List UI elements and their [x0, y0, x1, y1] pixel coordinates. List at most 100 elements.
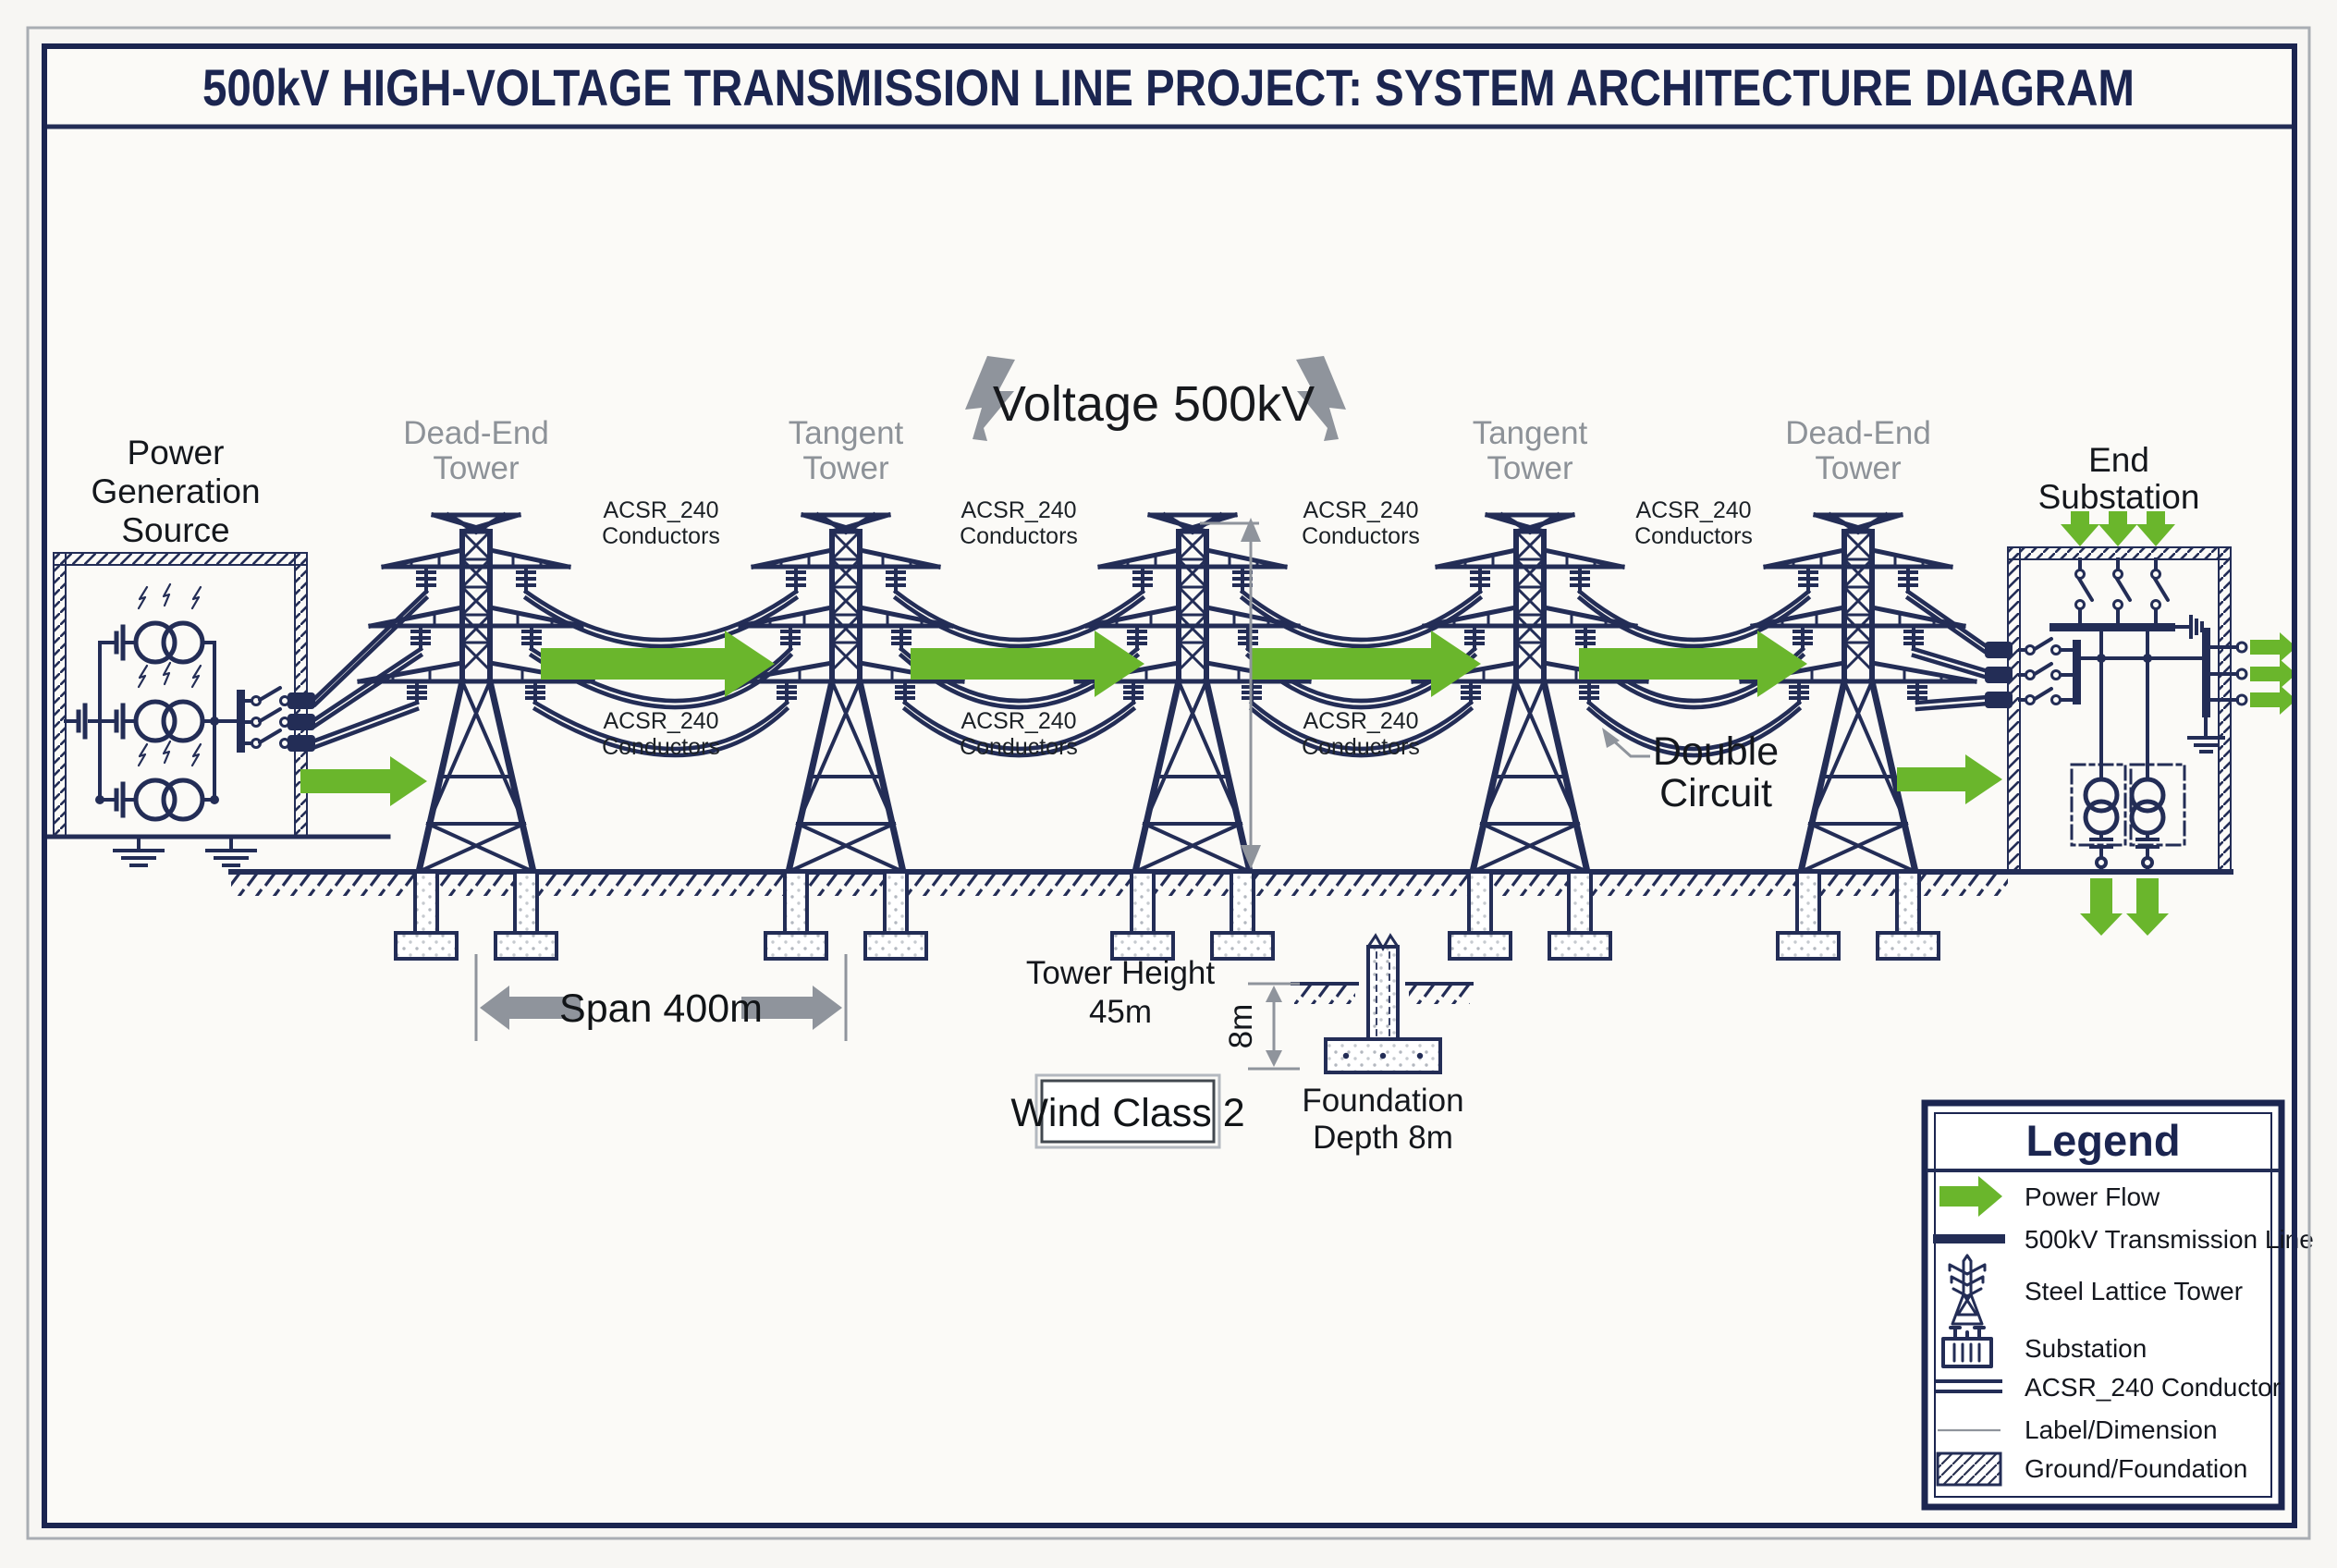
power-flow-arrow [2098, 511, 2137, 546]
acsr-label: Conductors [602, 734, 720, 760]
tower-label: Tower [1815, 450, 1902, 486]
takeoff-stub [1985, 642, 2013, 658]
legend-title: Legend [2025, 1116, 2180, 1165]
power-flow-arrow [2080, 878, 2123, 936]
power-flow-arrow [541, 631, 775, 697]
substation-busbar [2049, 623, 2175, 631]
substation-bus-right [2202, 628, 2210, 717]
legend-label: ACSR_240 Conductor [2025, 1373, 2281, 1402]
substation-line-entries [2018, 637, 2074, 705]
acsr-label: ACSR_240 [960, 497, 1076, 523]
acsr-conductor-icon [1936, 1379, 2002, 1393]
source-disconnect-switches [237, 686, 290, 753]
tower-type-labels: Dead-End Tower Tangent Tower Tangent Tow… [403, 415, 1931, 486]
conductor-labels: ACSR_240 Conductors ACSR_240 Conductors … [602, 497, 1753, 760]
takeoff-stub [1985, 692, 2013, 708]
acsr-label: ACSR_240 [1303, 497, 1418, 523]
foundation-label: Depth 8m [1313, 1120, 1453, 1156]
power-flow-arrows [300, 511, 2296, 936]
voltage-banner: Voltage 500kV [965, 356, 1346, 441]
span-dimension: Span 400m [474, 954, 848, 1041]
double-circuit-label: Double [1653, 729, 1779, 774]
source-label-line3: Source [121, 511, 229, 549]
substation-incoming-switches [2074, 557, 2170, 625]
legend: Legend Power Flow 500kV Transmission Lin… [1921, 1099, 2314, 1511]
legend-item: Steel Lattice Tower [1948, 1254, 2243, 1326]
ground-foundation-hatch-icon [1936, 1452, 2002, 1487]
tower-height-dimension: Tower Height 45m [1026, 518, 1261, 1030]
legend-label: Label/Dimension [2025, 1415, 2218, 1444]
substation-label-line1: End [2088, 441, 2149, 479]
legend-label: Substation [2025, 1334, 2147, 1363]
power-flow-arrow [300, 756, 427, 806]
legend-item: Power Flow [1939, 1176, 2160, 1217]
double-circuit-label: Circuit [1659, 771, 1772, 815]
span-dimension-label: Span 400m [559, 986, 763, 1031]
legend-item: ACSR_240 Conductor [1936, 1373, 2281, 1402]
tower-height-label: Tower Height [1026, 955, 1216, 991]
power-flow-arrow [2250, 685, 2296, 715]
power-flow-arrow [1250, 631, 1481, 697]
takeoff-stub [1985, 667, 2013, 683]
substation-label-line2: Substation [2038, 478, 2200, 516]
acsr-label: ACSR_240 [960, 708, 1076, 734]
tower-label: Dead-End [1785, 415, 1931, 451]
legend-item: Label/Dimension [1938, 1415, 2218, 1444]
substation-transformer [2129, 777, 2166, 874]
legend-item: 500kV Transmission Line [1933, 1225, 2314, 1254]
acsr-label: Conductors [960, 523, 1078, 549]
foundation-depth-dim-label: 8m [1223, 1004, 1259, 1049]
ground-symbol [113, 835, 257, 867]
power-flow-arrow [911, 631, 1144, 697]
acsr-label: Conductors [1302, 734, 1420, 760]
legend-label: Ground/Foundation [2025, 1454, 2247, 1483]
title-bar: 500kV HIGH-VOLTAGE TRANSMISSION LINE PRO… [42, 58, 2297, 129]
wind-class-box: Wind Class 2 [1010, 1073, 1245, 1149]
source-label-line2: Generation [91, 472, 260, 510]
power-generation-source [43, 552, 391, 867]
end-substation [2007, 546, 2248, 874]
acsr-label: Conductors [960, 734, 1078, 760]
foundation-detail: 8m Foundation Depth 8m [1223, 933, 1474, 1156]
legend-label: Power Flow [2025, 1182, 2160, 1211]
substation-bus-left [2073, 640, 2081, 704]
page-title: 500kV HIGH-VOLTAGE TRANSMISSION LINE PRO… [202, 58, 2135, 116]
power-flow-arrow [2250, 659, 2296, 689]
legend-item: Substation [1941, 1326, 2147, 1368]
legend-item: Ground/Foundation [1936, 1452, 2247, 1487]
legend-label: Steel Lattice Tower [2025, 1277, 2243, 1305]
acsr-label: ACSR_240 [1635, 497, 1751, 523]
acsr-label: Conductors [1634, 523, 1753, 549]
acsr-label: Conductors [602, 523, 720, 549]
legend-label: 500kV Transmission Line [2025, 1225, 2314, 1254]
tower-label: Dead-End [403, 415, 549, 451]
voltage-label: Voltage 500kV [993, 376, 1315, 432]
takeoff-stub [288, 735, 315, 752]
wind-class-label: Wind Class 2 [1010, 1091, 1244, 1135]
source-label-line1: Power [128, 434, 225, 472]
acsr-label: ACSR_240 [1303, 708, 1418, 734]
power-flow-arrow [2126, 878, 2169, 936]
acsr-label: Conductors [1302, 523, 1420, 549]
double-circuit-callout: Double Circuit [1602, 728, 1779, 815]
tower-foundations [394, 870, 1940, 961]
ground-symbol [2187, 716, 2225, 753]
generator-transformer-bay [98, 740, 216, 822]
generator-transformer-bay [98, 582, 216, 665]
tower-height-label: 45m [1089, 994, 1152, 1030]
substation-title: End Substation [2038, 441, 2200, 516]
tower-label: Tangent [789, 415, 904, 451]
takeoff-stub [288, 714, 315, 730]
acsr-label: ACSR_240 [603, 497, 718, 523]
power-flow-arrow [1579, 631, 1807, 697]
power-flow-arrow [2136, 511, 2175, 546]
tower-label: Tower [802, 450, 889, 486]
tower-label: Tangent [1473, 415, 1588, 451]
power-flow-arrow [1897, 754, 2002, 804]
outer-frame [26, 26, 2311, 1540]
tower-label: Tower [1487, 450, 1573, 486]
substation-transformer [2083, 777, 2120, 874]
steel-lattice-tower-icon [1948, 1254, 1987, 1326]
